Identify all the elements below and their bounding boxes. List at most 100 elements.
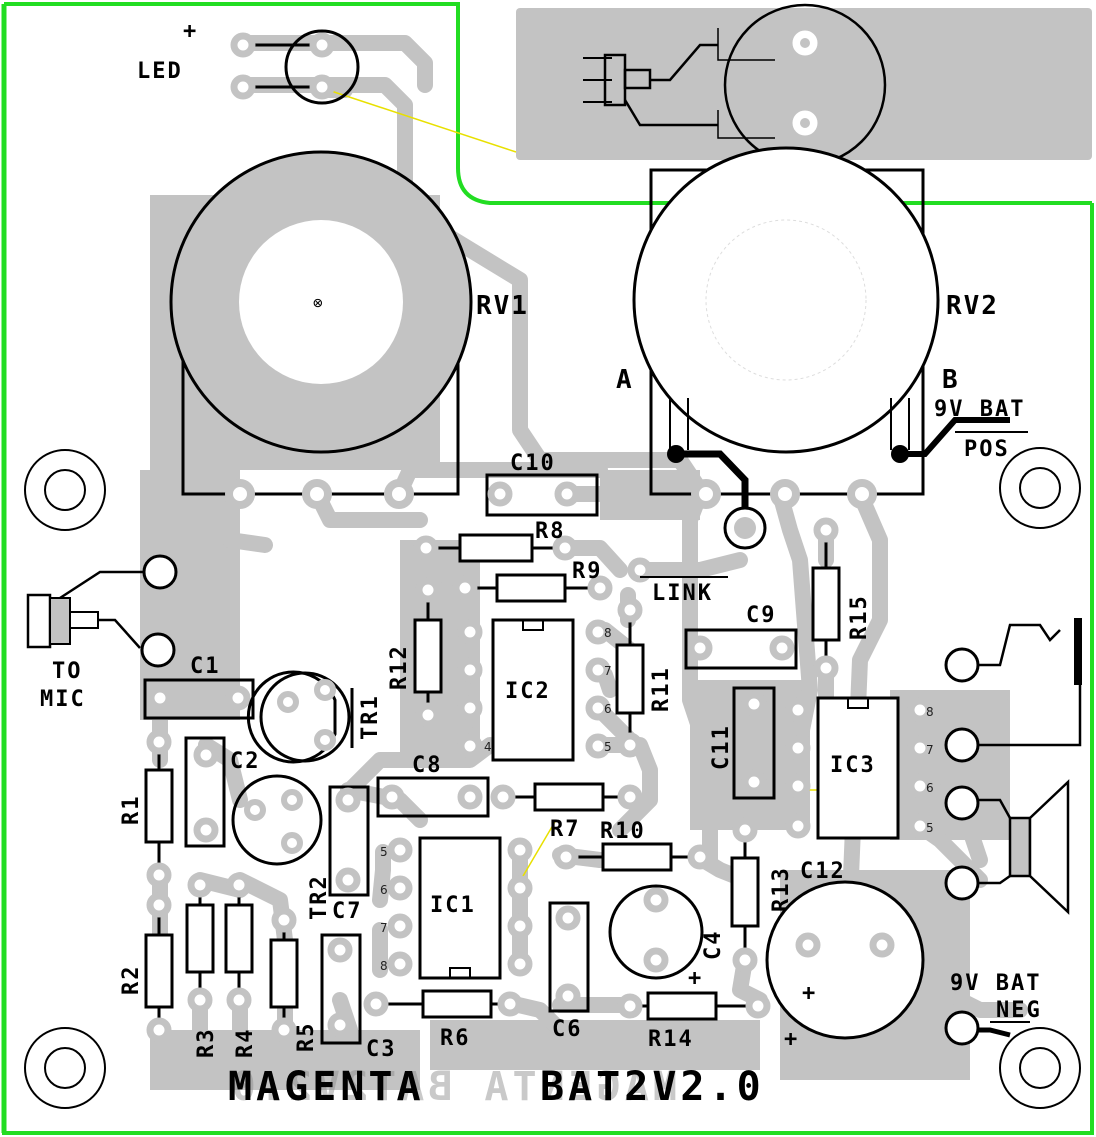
switch-footprint — [583, 3, 887, 167]
c9-label: C9 — [746, 603, 777, 628]
led-plus-label: + — [183, 19, 198, 44]
tr1-label: TR1 — [358, 694, 383, 740]
c12-label: C12 — [800, 859, 846, 884]
ic2-pin-numbers: 8 7 6 5 4 — [484, 626, 612, 754]
link-label: LINK — [652, 581, 713, 606]
mic-footprint: TO MIC — [26, 554, 178, 712]
c10-footprint: C10 — [485, 451, 599, 517]
c2-label: C2 — [230, 749, 261, 774]
r5-label: R5 — [294, 1022, 319, 1053]
r4-body — [224, 903, 254, 974]
ic1-pin-numbers: 5 6 7 8 — [380, 845, 388, 973]
mic-label-2: MIC — [40, 687, 86, 712]
r12-label: R12 — [387, 644, 412, 690]
tr1-footprint: TR1 — [246, 670, 383, 764]
c9-footprint: C9 — [684, 603, 798, 670]
ic3-pin-numbers: 8 7 6 5 — [926, 705, 934, 835]
c4-plus-label: + — [688, 966, 703, 991]
c12-plus-label-2: + — [784, 1027, 799, 1052]
c1-label: C1 — [190, 654, 221, 679]
rv2-label: RV2 — [946, 291, 999, 321]
ic2-label: IC2 — [505, 679, 551, 704]
svg-text:⊗: ⊗ — [313, 293, 323, 312]
r9-label: R9 — [572, 559, 603, 584]
pot-b-label: B — [942, 365, 960, 395]
rv1-label: RV1 — [476, 291, 529, 321]
ic3-footprint: IC3 — [785, 696, 933, 840]
svg-text:8: 8 — [604, 626, 612, 640]
r8-label: R8 — [535, 519, 566, 544]
r2-body — [144, 933, 174, 1009]
svg-text:6: 6 — [380, 883, 388, 897]
c11-label: C11 — [709, 724, 734, 770]
c4-label: C4 — [701, 930, 726, 961]
svg-text:7: 7 — [380, 921, 388, 935]
c12-plus-label-1: + — [802, 981, 817, 1006]
mic-label-1: TO — [52, 659, 83, 684]
led-footprint: + LED — [137, 19, 360, 105]
c8-footprint: C8 — [376, 753, 490, 818]
r11-label: R11 — [649, 666, 674, 712]
bat-neg-pad — [944, 1010, 980, 1046]
rv1-footprint: ⊗ RV1 — [169, 150, 529, 509]
r2-label: R2 — [119, 965, 144, 996]
ic3-label: IC3 — [830, 753, 876, 778]
c12-footprint: C12 + + — [765, 859, 925, 1052]
r8-r9-footprint: R8 R9 — [413, 519, 613, 603]
c10-label: C10 — [510, 451, 556, 476]
c7-label: C7 — [332, 899, 363, 924]
r15-footprint: R15 — [811, 517, 872, 681]
c3-footprint: C3 — [320, 933, 395, 1062]
bat-neg-label-1: 9V BAT — [950, 971, 1041, 996]
svg-text:8: 8 — [380, 959, 388, 973]
pot-a-label: A — [616, 365, 634, 395]
resistor-pads-left — [146, 729, 297, 1043]
r6-label: R6 — [440, 1026, 471, 1051]
r10-footprint: R10 — [553, 819, 713, 872]
c2-footprint: C2 — [184, 736, 261, 848]
r10-label: R10 — [600, 819, 646, 844]
r4-label: R4 — [233, 1028, 258, 1059]
bat-pos-label-1: 9V BAT — [934, 397, 1025, 422]
svg-text:5: 5 — [604, 740, 612, 754]
r3-label: R3 — [194, 1028, 219, 1059]
c6-footprint: C6 — [548, 901, 590, 1042]
r7-label: R7 — [550, 817, 581, 842]
r12-footprint: R12 — [387, 577, 443, 728]
svg-text:4: 4 — [484, 740, 492, 754]
board-version: BAT2V2.0 — [540, 1064, 765, 1110]
speaker-footprint — [944, 618, 1082, 915]
c4-footprint: C4 + — [608, 884, 726, 991]
c7-footprint: C7 — [328, 785, 370, 924]
r14-label: R14 — [648, 1027, 694, 1052]
bat-neg-label-2: NEG — [996, 998, 1042, 1023]
ic1-label: IC1 — [430, 893, 476, 918]
r11-footprint: R11 — [615, 597, 674, 758]
r14-footprint: R14 — [617, 991, 771, 1052]
mirror-title-bottom-layer: MAGENTA BAT2V2.0 — [228, 1064, 677, 1110]
mounting-holes — [24, 447, 1081, 1109]
r15-label: R15 — [847, 594, 872, 640]
r3-body — [185, 903, 215, 974]
svg-text:5: 5 — [380, 845, 388, 859]
svg-text:6: 6 — [604, 702, 612, 716]
svg-text:7: 7 — [604, 664, 612, 678]
board-title: MAGENTA — [228, 1064, 425, 1110]
svg-text:8: 8 — [926, 705, 934, 719]
rv2-footprint: RV2 A B — [616, 146, 1010, 550]
svg-text:5: 5 — [926, 821, 934, 835]
r1-body — [144, 768, 174, 844]
ic2-footprint: IC2 — [457, 618, 611, 762]
c8-label: C8 — [412, 753, 443, 778]
tr2-label: TR2 — [307, 874, 332, 920]
svg-text:7: 7 — [926, 743, 934, 757]
ic1-footprint: IC1 — [387, 836, 533, 980]
r5-body — [269, 938, 299, 1009]
r6-footprint: R6 — [363, 989, 523, 1051]
c6-label: C6 — [552, 1017, 583, 1042]
svg-text:6: 6 — [926, 781, 934, 795]
bat-pos-label-2: POS — [964, 437, 1010, 462]
tr2-footprint: TR2 — [231, 774, 332, 920]
c11-footprint: C11 — [709, 686, 776, 800]
